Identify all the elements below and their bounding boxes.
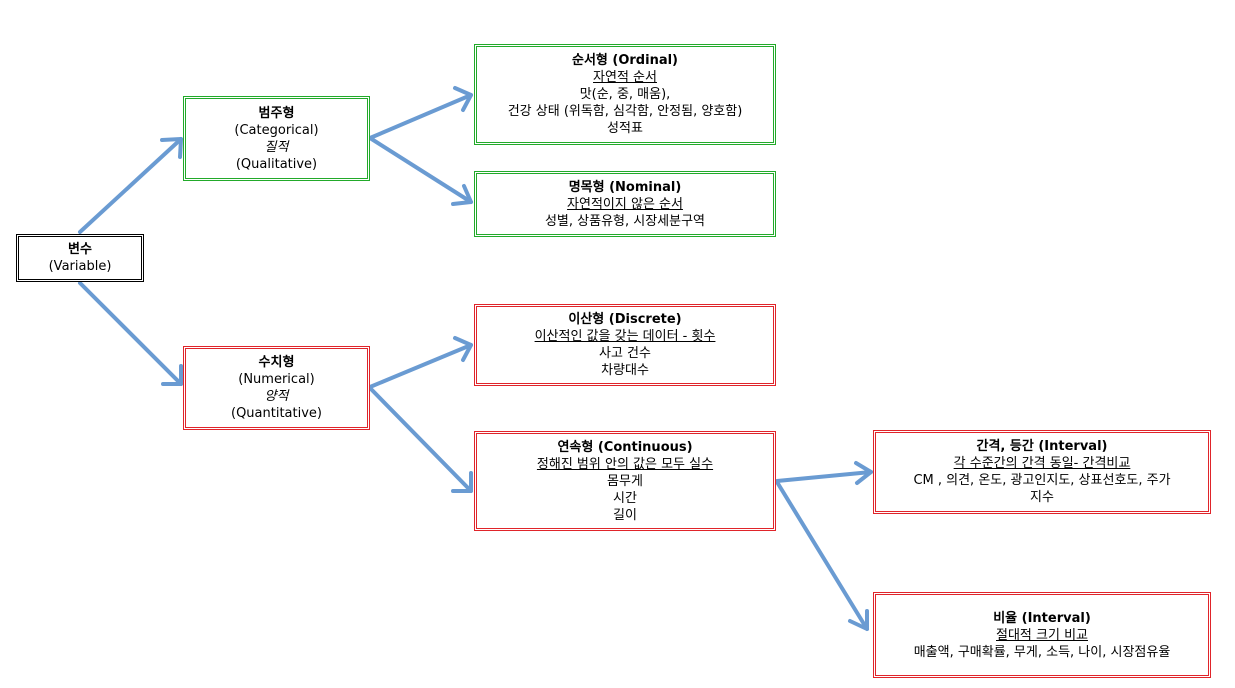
node-continuous: 연속형 (Continuous) 정해진 범위 안의 값은 모두 실수 몸무게 … — [474, 431, 776, 531]
node-ordinal-title: 순서형 (Ordinal) — [572, 53, 678, 68]
node-interval-subtitle: 각 수준간의 간격 동일- 간격비교 — [953, 456, 1131, 471]
node-ordinal-line2: 건강 상태 (위독함, 심각함, 안정됨, 양호함) — [507, 104, 743, 119]
node-interval-line2: 지수 — [1030, 490, 1054, 505]
node-discrete-subtitle: 이산적인 값을 갖는 데이터 - 횟수 — [534, 329, 716, 344]
node-numerical: 수치형 (Numerical) 양적 (Quantitative) — [183, 346, 370, 430]
node-continuous-title: 연속형 (Continuous) — [557, 439, 693, 455]
arrow-variable-to-categorical — [78, 137, 183, 234]
node-discrete-line2: 차량대수 — [601, 363, 649, 378]
node-nominal-subtitle: 자연적이지 않은 순서 — [567, 196, 683, 212]
node-categorical: 범주형 (Categorical) 질적 (Qualitative) — [183, 96, 370, 181]
node-interval-line1: CM , 의견, 온도, 광고인지도, 상표선호도, 주가 — [913, 473, 1171, 488]
node-numerical-line3: (Quantitative) — [231, 406, 322, 421]
node-discrete-title: 이산형 (Discrete) — [568, 312, 682, 327]
node-numerical-title: 수치형 — [258, 355, 295, 370]
node-ratio-subtitle: 절대적 크기 비교 — [996, 627, 1088, 643]
node-numerical-line1: (Numerical) — [238, 372, 315, 387]
arrow-continuous-to-ratio — [775, 480, 869, 631]
node-continuous-line1: 몸무게 — [607, 473, 643, 489]
node-ratio-title: 비율 (Interval) — [993, 610, 1091, 626]
node-categorical-line2: 질적 — [264, 139, 289, 155]
node-ordinal: 순서형 (Ordinal) 자연적 순서 맛(순, 중, 매움), 건강 상태 … — [474, 44, 776, 145]
node-interval: 간격, 등간 (Interval) 각 수준간의 간격 동일- 간격비교 CM … — [873, 430, 1211, 514]
node-nominal-line1: 성별, 상품유형, 시장세분구역 — [544, 213, 706, 229]
node-categorical-line3: (Qualitative) — [235, 156, 318, 172]
node-variable-line1: (Variable) — [48, 259, 112, 274]
node-continuous-subtitle: 정해진 범위 안의 값은 모두 실수 — [536, 456, 714, 472]
node-ordinal-line3: 성적표 — [607, 121, 643, 136]
arrow-categorical-to-ordinal — [368, 86, 473, 140]
node-ordinal-subtitle: 자연적 순서 — [593, 70, 657, 85]
node-categorical-title: 범주형 — [258, 105, 295, 121]
node-variable-title: 변수 — [68, 242, 92, 257]
arrow-continuous-to-interval — [775, 461, 873, 485]
node-ordinal-line1: 맛(순, 중, 매움), — [579, 87, 671, 102]
arrow-numerical-to-continuous — [368, 386, 473, 493]
node-interval-title: 간격, 등간 (Interval) — [976, 439, 1108, 454]
node-variable: 변수 (Variable) — [16, 234, 144, 282]
node-ratio-line1: 매출액, 구매확률, 무게, 소득, 나이, 시장점유율 — [913, 644, 1171, 660]
node-nominal: 명목형 (Nominal) 자연적이지 않은 순서 성별, 상품유형, 시장세분… — [474, 171, 776, 237]
arrow-variable-to-numerical — [78, 281, 183, 386]
node-continuous-line3: 길이 — [613, 507, 637, 523]
node-numerical-line2: 양적 — [264, 389, 289, 404]
node-discrete: 이산형 (Discrete) 이산적인 값을 갖는 데이터 - 횟수 사고 건수… — [474, 304, 776, 386]
arrow-numerical-to-discrete — [368, 336, 473, 389]
node-continuous-line2: 시간 — [613, 490, 637, 506]
node-categorical-line1: (Categorical) — [234, 122, 319, 138]
node-ratio: 비율 (Interval) 절대적 크기 비교 매출액, 구매확률, 무게, 소… — [873, 592, 1211, 678]
node-discrete-line1: 사고 건수 — [599, 346, 651, 361]
arrow-categorical-to-nominal — [368, 136, 473, 206]
node-nominal-title: 명목형 (Nominal) — [568, 179, 682, 195]
